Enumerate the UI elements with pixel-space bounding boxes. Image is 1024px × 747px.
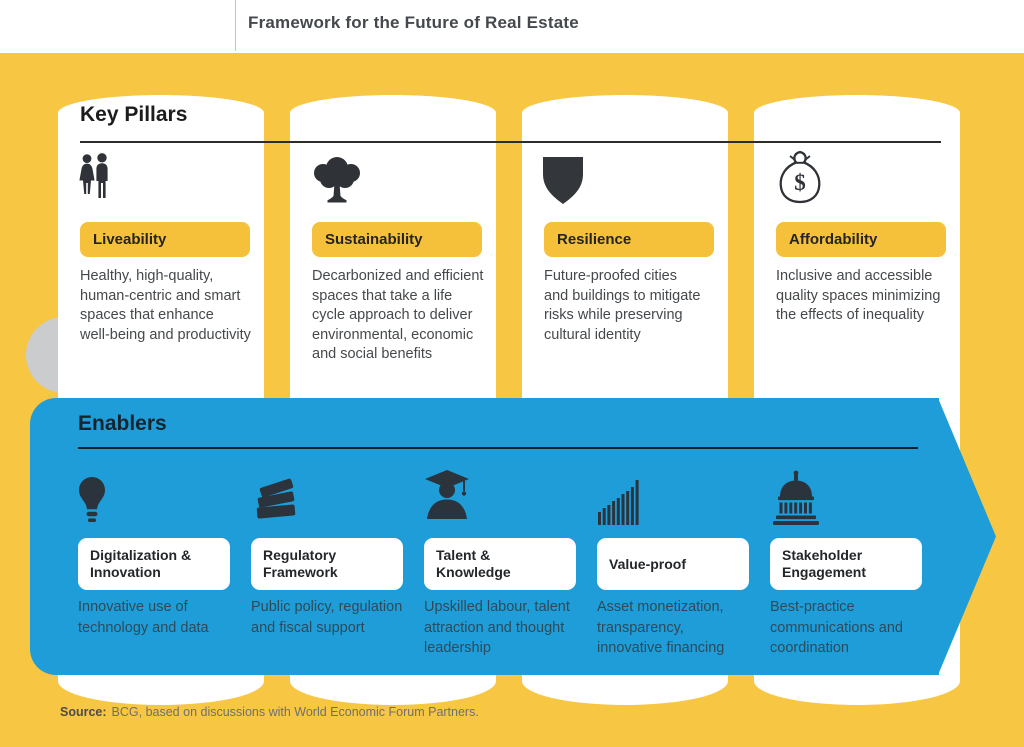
enablers-arrow-body [30,398,939,675]
enabler-box: Stakeholder Engagement [770,538,922,590]
pillar-description: Future-proofed cities and buildings to m… [544,268,701,343]
enabler-title: Talent & Knowledge [436,547,511,580]
header-divider [235,0,236,51]
pillar-title: Liveability [93,231,167,248]
enabler-description: Upskilled labour, talent attraction and … [424,599,570,656]
enablers-underline [78,447,918,449]
tree-icon [310,147,374,205]
pillar-description: Inclusive and accessible quality spaces … [776,268,941,323]
capitol-icon [770,462,840,526]
graduate-icon [424,462,494,526]
pillar-title: Affordability [789,231,878,248]
enabler-stakeholder-engagement: Stakeholder Engagement Best-practice com… [770,460,943,675]
couple-icon [78,147,142,205]
enablers-heading: Enablers [78,412,167,435]
enabler-title: Value-proof [609,555,687,572]
enabler-box: Regulatory Framework [251,538,403,590]
moneybag-icon: $ [774,147,838,205]
enabler-description: Innovative use of technology and data [78,599,209,636]
pillar-badge-resilience: Resilience [544,222,714,257]
shield-icon [542,147,606,205]
pillar-description: Decarbonized and efficient spaces that t… [312,268,484,362]
enabler-talent-knowledge: Talent & Knowledge Upskilled labour, tal… [424,460,597,675]
enabler-box: Digitalization & Innovation [78,538,230,590]
enabler-regulatory-framework: Regulatory Framework Public policy, regu… [251,460,424,675]
source-text: BCG, based on discussions with World Eco… [111,705,479,719]
pillar-badge-sustainability: Sustainability [312,222,482,257]
enabler-box: Value-proof [597,538,749,590]
pillar-title: Sustainability [325,231,423,248]
enabler-title: Digitalization & Innovation [90,547,192,580]
lightbulb-icon [78,462,148,526]
pillar-badge-affordability: Affordability [776,222,946,257]
pillar-description: Healthy, high-quality, human-centric and… [80,268,251,343]
dollar-glyph: $ [794,170,806,195]
page-title: Framework for the Future of Real Estate [248,13,579,32]
page-header: Framework for the Future of Real Estate [0,0,1024,53]
enabler-title: Regulatory Framework [263,547,338,580]
key-pillars-underline [80,141,941,143]
pillar-badge-liveability: Liveability [80,222,250,257]
books-icon [251,462,321,526]
source-line: Source: BCG, based on discussions with Wo… [60,705,479,719]
pillar-title: Resilience [557,231,632,248]
key-pillars-heading: Key Pillars [80,103,188,126]
enabler-digitalization-innovation: Digitalization & Innovation Innovative u… [78,460,251,675]
enabler-description: Asset monetization, transparency, innova… [597,599,725,656]
enabler-description: Public policy, regulation and fiscal sup… [251,599,403,636]
source-label: Source: [60,705,107,719]
enabler-box: Talent & Knowledge [424,538,576,590]
enabler-value-proof: Value-proof Asset monetization, transpar… [597,460,770,675]
enabler-title: Stakeholder Engagement [782,547,867,580]
enabler-description: Best-practice communications and coordin… [770,599,903,656]
bar-chart-icon [597,462,667,526]
